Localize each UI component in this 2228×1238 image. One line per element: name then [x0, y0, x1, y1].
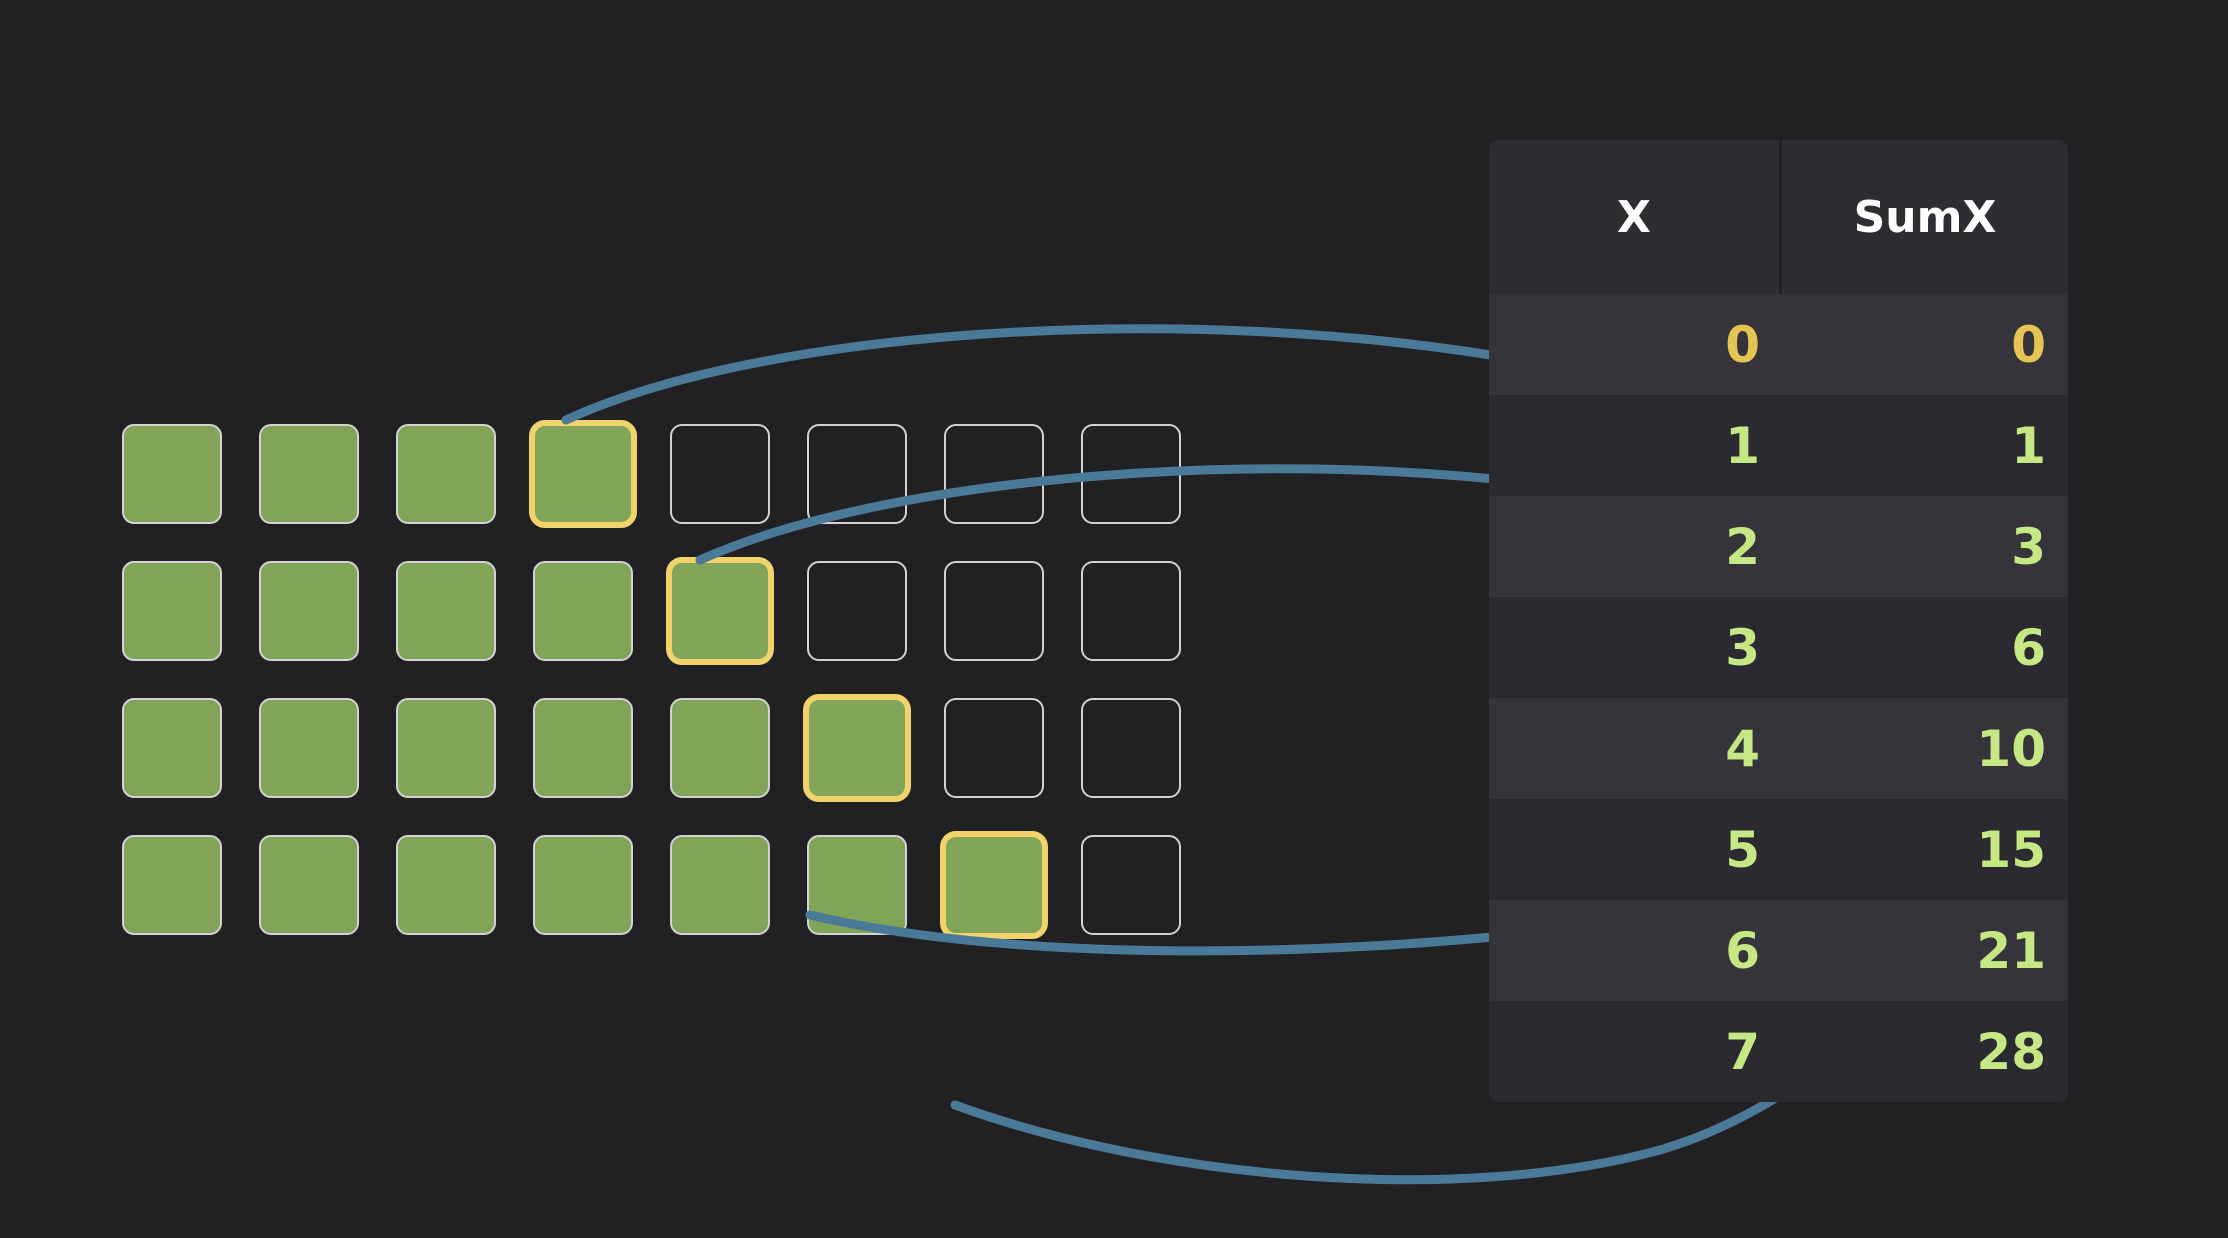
table-row[interactable]: 6 21 — [1489, 900, 2068, 1001]
square-empty[interactable] — [1081, 424, 1181, 524]
square-empty[interactable] — [1081, 698, 1181, 798]
square-filled[interactable] — [122, 698, 222, 798]
square-filled[interactable] — [122, 561, 222, 661]
column-header-sumx: SumX — [1782, 140, 2068, 294]
square-filled[interactable] — [259, 424, 359, 524]
square-filled[interactable] — [807, 835, 907, 935]
square-filled[interactable] — [670, 835, 770, 935]
square-filled[interactable] — [396, 698, 496, 798]
cell-sumx: 1 — [2011, 416, 2046, 475]
cell-sumx: 3 — [2011, 517, 2046, 576]
table-row[interactable]: 5 15 — [1489, 799, 2068, 900]
square-highlighted[interactable] — [940, 831, 1048, 939]
square-filled[interactable] — [533, 835, 633, 935]
square-filled[interactable] — [259, 835, 359, 935]
square-empty[interactable] — [944, 561, 1044, 661]
square-empty[interactable] — [1081, 835, 1181, 935]
square-filled[interactable] — [122, 835, 222, 935]
table-row[interactable]: 7 28 — [1489, 1001, 2068, 1102]
square-empty[interactable] — [670, 424, 770, 524]
square-highlighted[interactable] — [666, 557, 774, 665]
cell-x: 7 — [1725, 1022, 1760, 1081]
cell-x: 3 — [1725, 618, 1760, 677]
square-empty[interactable] — [1081, 561, 1181, 661]
square-highlighted[interactable] — [803, 694, 911, 802]
square-filled[interactable] — [122, 424, 222, 524]
cell-sumx: 15 — [1976, 820, 2046, 879]
square-empty[interactable] — [944, 698, 1044, 798]
square-filled[interactable] — [396, 424, 496, 524]
cell-sumx: 0 — [2011, 315, 2046, 374]
cell-x: 5 — [1725, 820, 1760, 879]
cell-x: 1 — [1725, 416, 1760, 475]
cell-sumx: 28 — [1976, 1022, 2046, 1081]
cell-sumx: 6 — [2011, 618, 2046, 677]
square-filled[interactable] — [396, 835, 496, 935]
square-empty[interactable] — [807, 424, 907, 524]
cell-sumx: 21 — [1976, 921, 2046, 980]
cell-x: 6 — [1725, 921, 1760, 980]
square-filled[interactable] — [533, 698, 633, 798]
square-highlighted[interactable] — [529, 420, 637, 528]
table-row[interactable]: 4 10 — [1489, 698, 2068, 799]
square-empty[interactable] — [807, 561, 907, 661]
cell-x: 4 — [1725, 719, 1760, 778]
column-header-x: X — [1489, 140, 1782, 294]
cell-sumx: 10 — [1976, 719, 2046, 778]
square-filled[interactable] — [533, 561, 633, 661]
cell-x: 0 — [1725, 315, 1760, 374]
square-filled[interactable] — [670, 698, 770, 798]
square-empty[interactable] — [944, 424, 1044, 524]
square-filled[interactable] — [396, 561, 496, 661]
table-header-row: X SumX — [1489, 140, 2068, 294]
square-filled[interactable] — [259, 698, 359, 798]
square-filled[interactable] — [259, 561, 359, 661]
cell-x: 2 — [1725, 517, 1760, 576]
